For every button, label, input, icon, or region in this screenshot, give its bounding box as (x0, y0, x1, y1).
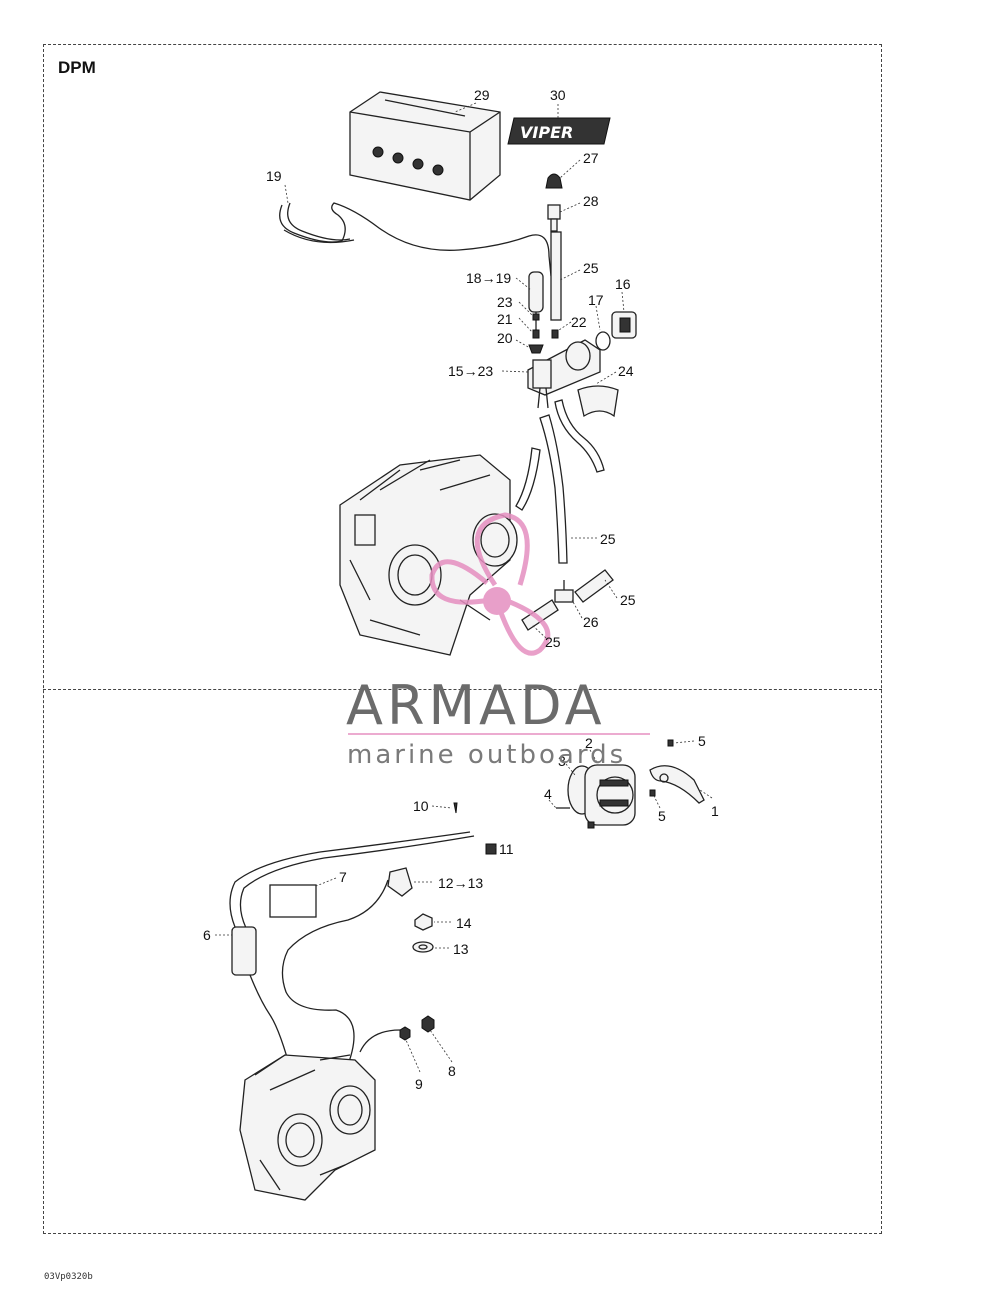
screws (556, 739, 674, 829)
callout-25-top: 25 (583, 260, 599, 276)
callout-25-right: 25 (620, 592, 636, 608)
module-box-part (349, 91, 501, 201)
callout-21: 21 (497, 311, 513, 327)
connector-part (611, 311, 637, 339)
decal-part: VIPER (507, 117, 611, 145)
callout-5-bottom: 5 (658, 808, 666, 824)
clip-bracket-part (577, 385, 619, 418)
callout-18-19: 18→19 (466, 270, 511, 286)
sensor-body-part (528, 271, 544, 330)
section-divider (43, 689, 882, 690)
section-title: DPM (58, 58, 96, 77)
leaders-upper (284, 102, 625, 639)
callout-3: 3 (558, 753, 566, 769)
callout-16: 16 (615, 276, 631, 292)
callout-2: 2 (585, 735, 593, 751)
engine-carburetors-lower (239, 1054, 376, 1201)
hoses (515, 399, 605, 564)
label-part (269, 884, 317, 918)
callout-23: 23 (497, 294, 513, 310)
engine-carburetors-upper (339, 454, 518, 656)
clip-part (485, 843, 497, 855)
harness-cable (279, 202, 552, 277)
callout-14: 14 (456, 915, 472, 931)
small-nuts-lower (399, 1015, 435, 1041)
callout-6: 6 (203, 927, 211, 943)
lever-bracket-part (649, 765, 705, 804)
callout-15-23: 15→23 (448, 363, 493, 379)
callout-8: 8 (448, 1063, 456, 1079)
pin-part (453, 802, 458, 814)
callouts: 29 30 27 28 19 18→19 25 16 17 23 21 22 2… (203, 87, 719, 1092)
throttle-cables (229, 831, 475, 1076)
callout-4: 4 (544, 786, 552, 802)
callout-1: 1 (711, 803, 719, 819)
callout-12-13: 12→13 (438, 875, 483, 891)
callout-7: 7 (339, 869, 347, 885)
watermark-brand: ARMADA (346, 674, 606, 737)
callout-20: 20 (497, 330, 513, 346)
callout-27: 27 (583, 150, 599, 166)
callout-9: 9 (415, 1076, 423, 1092)
tee-fitting-part (521, 569, 614, 631)
valve-assembly-part (527, 339, 601, 409)
callout-13: 13 (453, 941, 469, 957)
oring-part (595, 331, 611, 351)
callout-24: 24 (618, 363, 634, 379)
fitting-part (547, 204, 561, 232)
callout-11: 11 (499, 841, 514, 857)
callout-30: 30 (550, 87, 566, 103)
leaders-lower (215, 740, 713, 1073)
cap-part (545, 173, 563, 189)
washer-part (412, 941, 434, 953)
callout-25-mid: 25 (600, 531, 616, 547)
callout-5-top: 5 (698, 733, 706, 749)
tube-top (550, 231, 562, 321)
callout-29: 29 (474, 87, 490, 103)
actuator-part (567, 764, 636, 826)
callout-25-bottom: 25 (545, 634, 561, 650)
figure-code: 03Vp0320b (44, 1272, 93, 1282)
nut-part (414, 913, 433, 931)
armada-watermark: ARMADA marine outboards (346, 674, 650, 770)
small-fittings (528, 313, 559, 354)
cable-splitter-part (231, 926, 257, 976)
callout-10: 10 (413, 798, 429, 814)
watermark-tagline: marine outboards (347, 740, 626, 770)
callout-19: 19 (266, 168, 282, 184)
decal-label: VIPER (520, 123, 573, 142)
cable-stop-part (387, 867, 413, 897)
callout-22: 22 (571, 314, 587, 330)
armada-logo-icon (429, 512, 551, 656)
callout-28: 28 (583, 193, 599, 209)
callout-17: 17 (588, 292, 604, 308)
diagram-frame (43, 44, 882, 1234)
callout-26: 26 (583, 614, 599, 630)
